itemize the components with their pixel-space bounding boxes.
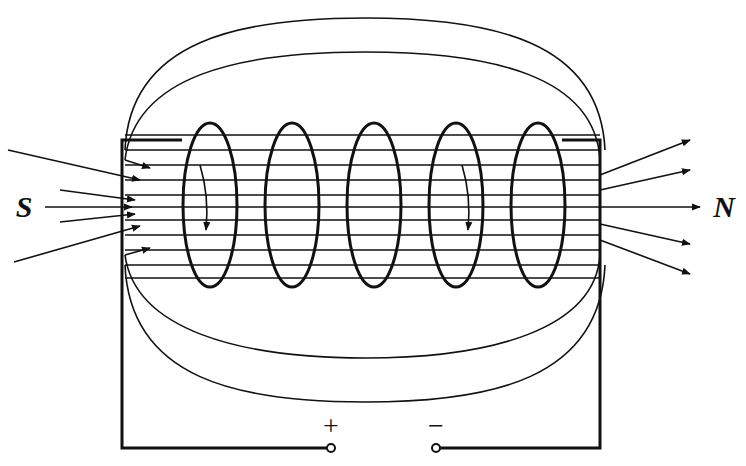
current-arrow (462, 165, 469, 230)
outer-field-lines (125, 18, 605, 402)
pole-label: S (14, 192, 35, 222)
terminal (327, 444, 335, 452)
pole-label: N (711, 192, 737, 222)
current-arrows (200, 165, 469, 230)
coil-turn (183, 123, 237, 287)
field-line (125, 149, 600, 150)
field-loop (125, 52, 600, 160)
field-arrow (125, 248, 150, 255)
terminals (327, 444, 440, 452)
field-arrow (600, 140, 690, 175)
coil-turn (265, 123, 319, 287)
field-line (125, 264, 600, 265)
field-line (125, 164, 600, 165)
field-arrow (45, 206, 132, 208)
field-arrow (600, 240, 690, 274)
field-line (125, 219, 600, 220)
field-arrow (600, 224, 690, 244)
field-arrow (60, 214, 135, 222)
coil-turn (511, 123, 565, 287)
terminal-label: + (321, 412, 341, 440)
coil-windings (183, 123, 565, 287)
field-arrow (600, 206, 700, 208)
inner-field-lines (125, 135, 600, 278)
wire (440, 140, 600, 448)
coil-turn (429, 123, 483, 287)
field-line (125, 206, 600, 207)
field-arrow (8, 150, 140, 180)
field-line (125, 194, 600, 195)
field-arrow (600, 170, 690, 190)
outgoing-field-arrows (600, 140, 700, 274)
current-arrow (200, 165, 207, 230)
field-arrow (125, 160, 150, 168)
field-line (125, 249, 600, 250)
terminal-label: − (426, 412, 446, 440)
lead-wires (122, 140, 600, 448)
field-line (125, 179, 600, 180)
field-arrow (60, 190, 135, 200)
incoming-field-arrows (8, 150, 150, 262)
terminal (432, 444, 440, 452)
field-loop (125, 255, 600, 358)
coil-turn (347, 123, 401, 287)
field-line (125, 234, 600, 235)
wire (122, 140, 327, 448)
